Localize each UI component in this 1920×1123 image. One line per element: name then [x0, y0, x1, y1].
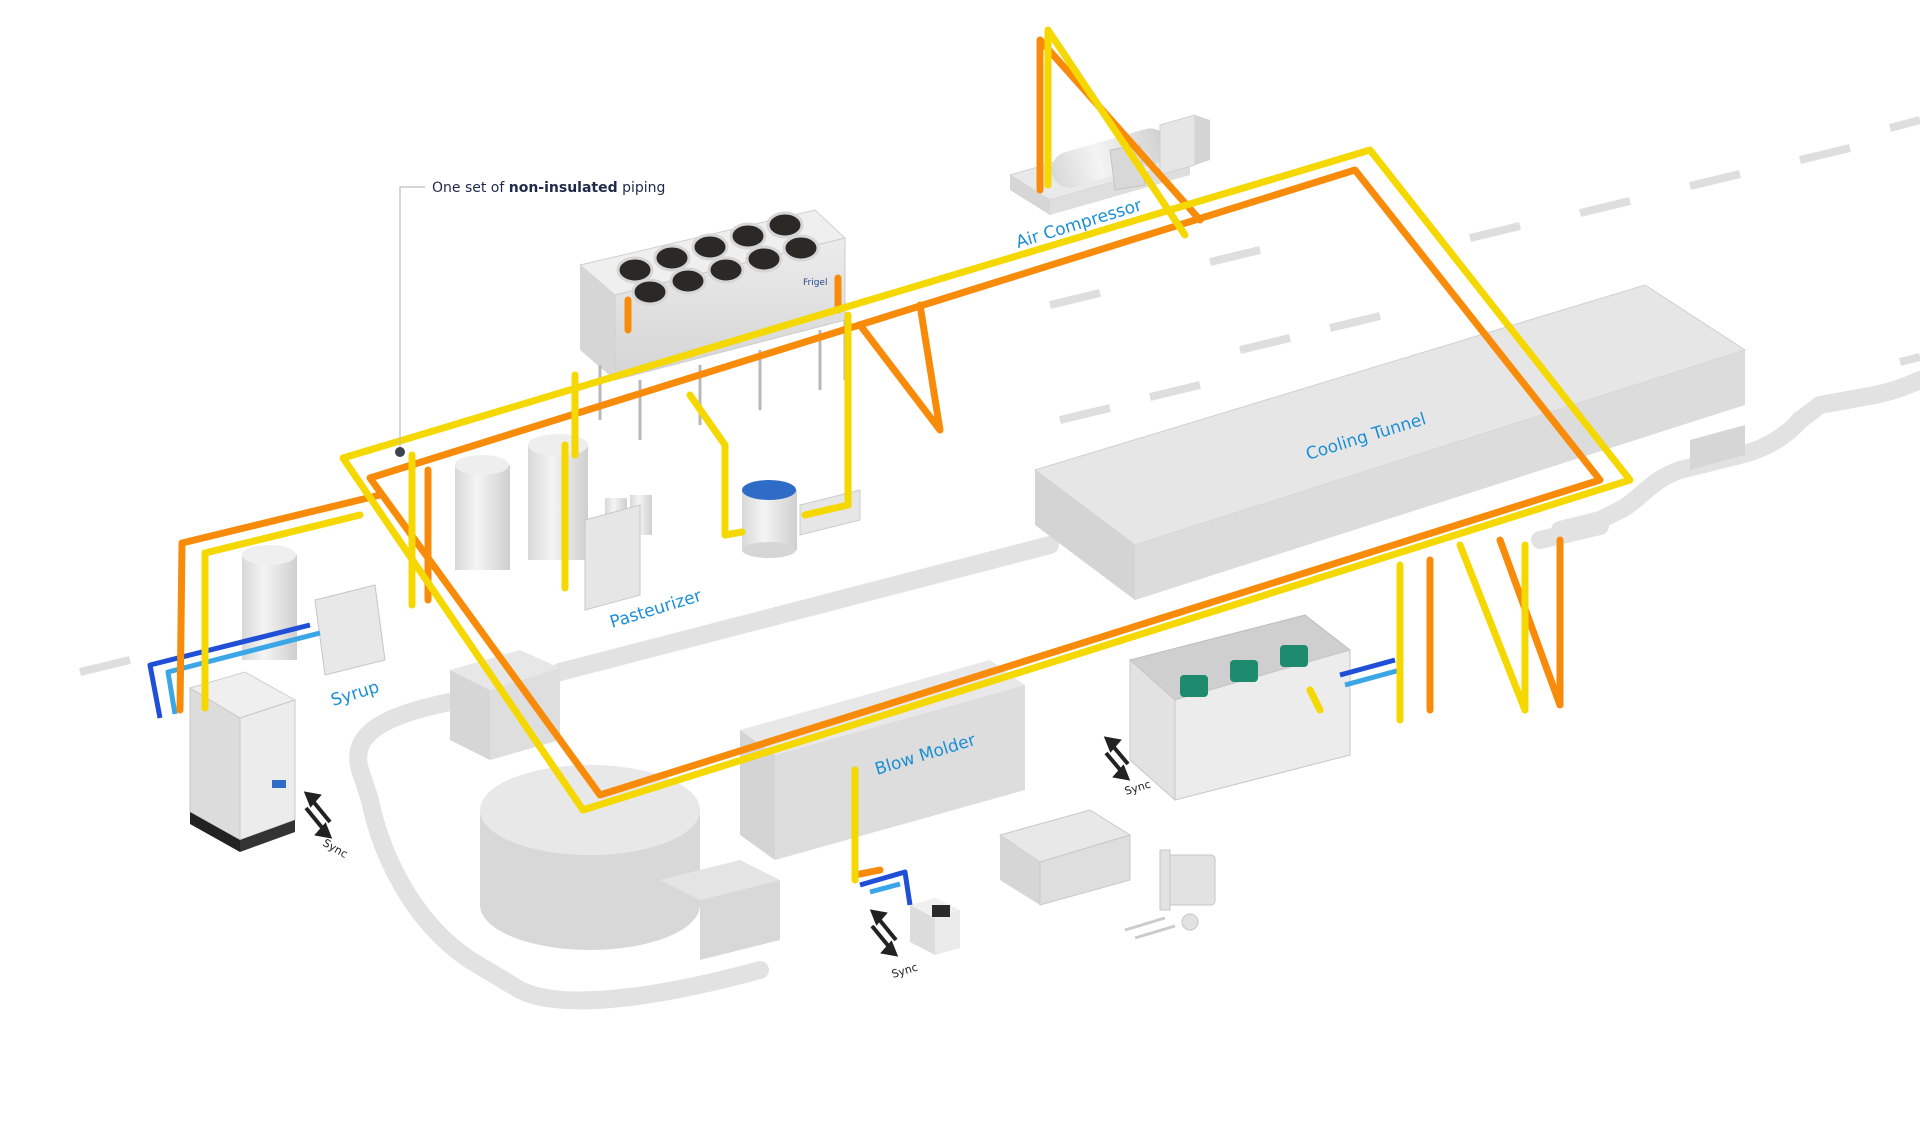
pallet-stack: [998, 809, 1132, 906]
compressor-rack: [1128, 614, 1352, 802]
callout-emphasis: non-insulated: [508, 180, 618, 196]
arrow-down-icon: [304, 806, 326, 832]
arrow-up-icon: [876, 916, 898, 942]
sync-label-left: Sync: [321, 836, 350, 861]
temperature-control-unit: [910, 898, 960, 955]
arrow-down-icon: [1104, 751, 1124, 774]
water-tank: [742, 480, 861, 558]
blue-pipes: [147, 622, 1401, 906]
label-syrup: Syrup: [329, 677, 382, 711]
yellow-pipes: [201, 26, 1634, 884]
cooling-tunnel: [1033, 284, 1747, 600]
pasteurizer: [455, 434, 652, 611]
sync-arrows-left: [303, 791, 333, 839]
sync-label-right: Sync: [1123, 778, 1152, 798]
sync-arrows-right: [1103, 736, 1131, 781]
callout-prefix: One set of: [432, 180, 509, 196]
arrow-up-icon: [310, 798, 332, 824]
brand-logo: Frigel: [803, 278, 827, 288]
callout-leader: [395, 186, 425, 457]
piping-callout: One set of non-insulated piping: [432, 180, 665, 196]
sync-arrows-bottom: [869, 909, 899, 957]
callout-suffix: piping: [617, 180, 666, 196]
sync-label-bottom: Sync: [890, 961, 919, 981]
syrup-station: [242, 545, 386, 676]
arrow-up-icon: [1110, 743, 1130, 766]
road-dashes: [79, 116, 1920, 676]
forklift: [1124, 849, 1216, 940]
chiller-unit-left: [188, 671, 297, 852]
dry-cooler: Frigel: [578, 209, 847, 440]
fan-icons: [616, 211, 820, 306]
arrow-down-icon: [870, 924, 892, 950]
conveyor: [349, 371, 1920, 1010]
